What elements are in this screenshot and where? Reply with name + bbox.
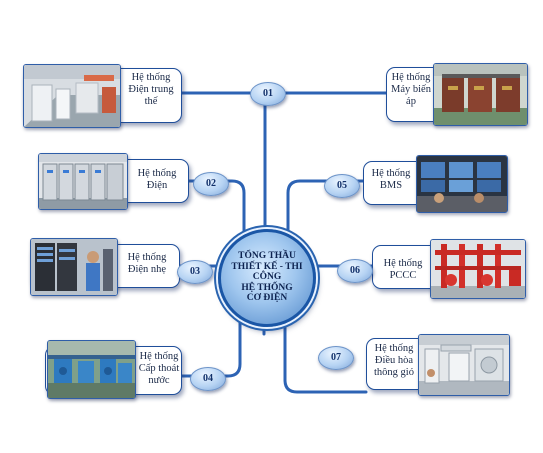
connector-05	[286, 179, 367, 246]
system-label-bms: Hệ thống BMS	[371, 168, 411, 191]
system-label-medium-voltage: Hệ thống Điện trung thế	[128, 72, 174, 107]
central-hub	[218, 229, 316, 327]
system-label-fire-protection: Hệ thống PCCC	[383, 258, 423, 281]
number-badge-04: 04	[190, 367, 226, 391]
hvac-duct-photo	[418, 334, 510, 396]
switchboard-photo	[38, 153, 128, 210]
hub-title: TỔNG THẦU THIẾT KẾ - THI CÔNG HỆ THỐNG C…	[231, 251, 303, 303]
system-label-electrical: Hệ thống Điện	[137, 168, 177, 191]
system-label-water-supply: Hệ thống Cấp thoát nước	[138, 351, 180, 386]
number-badge-07: 07	[318, 346, 354, 370]
server-rack-photo	[30, 238, 118, 296]
control-room-photo	[416, 155, 508, 213]
number-badge-05: 05	[324, 174, 360, 198]
water-pump-photo	[47, 340, 136, 399]
number-badge-01: 01	[250, 82, 286, 106]
fire-pump-photo	[430, 239, 526, 299]
number-badge-02: 02	[193, 172, 229, 196]
system-label-transformer: Hệ thống Máy biến áp	[391, 72, 431, 107]
system-label-hvac: Hệ thống Điều hòa thông gió	[374, 343, 414, 378]
system-label-low-voltage: Hệ thống Điện nhẹ	[127, 252, 167, 275]
transformer-photo	[433, 63, 528, 126]
connector-07	[283, 310, 368, 394]
number-badge-06: 06	[337, 259, 373, 283]
connector-04	[180, 304, 242, 378]
medium-voltage-room-photo	[23, 64, 121, 128]
connector-02	[187, 179, 246, 246]
number-badge-03: 03	[177, 260, 213, 284]
